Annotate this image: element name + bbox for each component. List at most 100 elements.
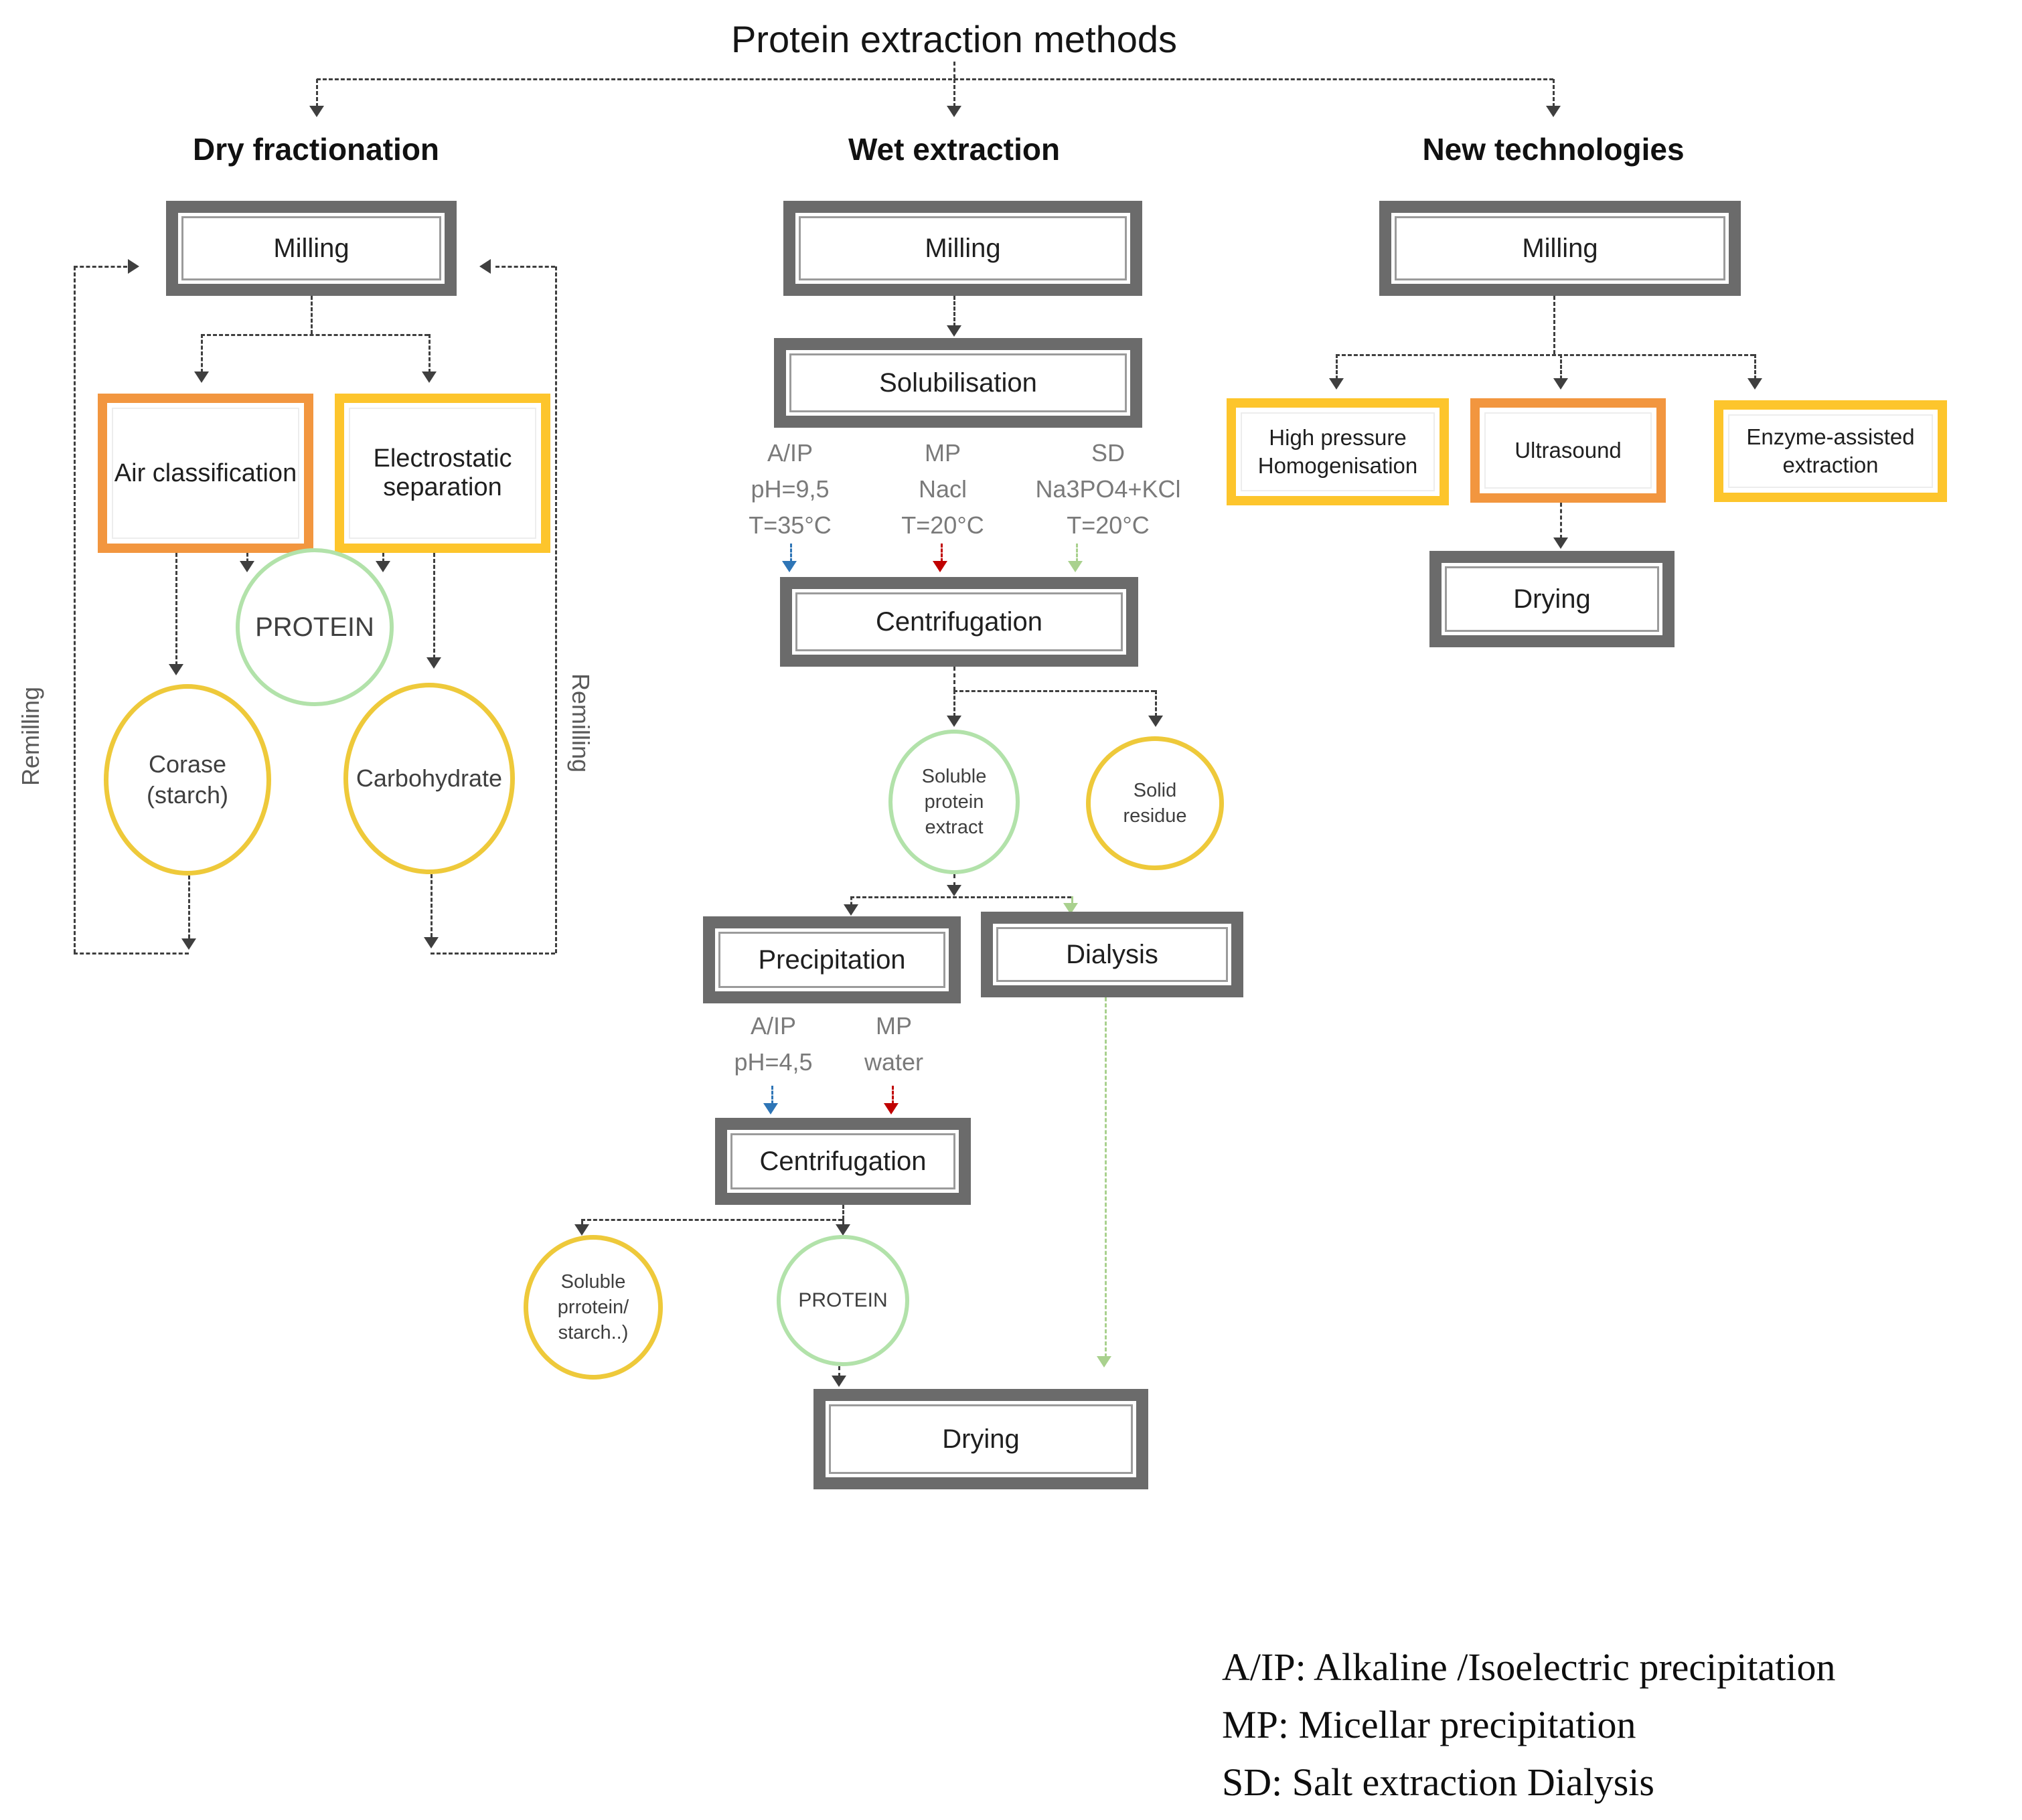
node-wet-milling-label: Milling (799, 216, 1127, 280)
edge-to-air (201, 334, 203, 373)
condition-mp-2-detail: water (864, 1048, 924, 1076)
arrowhead-dry-header (309, 106, 324, 117)
arrowhead-air (194, 371, 209, 383)
node-air-classification-label: Air classification (112, 408, 299, 539)
edge-to-solid-residue (1155, 690, 1157, 717)
node-enzyme-assisted-label: Enzyme-assisted extraction (1728, 414, 1933, 488)
node-newtech-milling: Milling (1379, 201, 1741, 296)
header-new-technologies: New technologies (1422, 132, 1685, 167)
node-electrostatic-separation: Electrostatic separation (335, 394, 550, 553)
edge-to-dialysis-green (1071, 896, 1073, 904)
condition-mp-1-detail: Nacl (918, 475, 967, 503)
arrowhead-soluble-junction (947, 885, 961, 896)
edge-mp-arrow-1 (941, 544, 943, 562)
arrowhead-ultrasound (1553, 378, 1568, 390)
node-centrifugation-2-label: Centrifugation (730, 1133, 955, 1189)
edge-centrifugation2-branch (581, 1219, 842, 1221)
node-soluble-protein-starch-label: Soluble prrotein/ starch..) (557, 1271, 629, 1343)
arrowhead-aip-blue-2 (763, 1103, 778, 1114)
edge-dialysis-to-drying-green (1105, 997, 1107, 1357)
arrowhead-coarse (169, 664, 183, 675)
node-precipitation: Precipitation (703, 916, 961, 1003)
arrowhead-dialysis-green (1063, 903, 1078, 914)
node-dialysis: Dialysis (981, 912, 1243, 997)
arrowhead-coarse-down (181, 938, 196, 950)
edge-remilling-left-bottom (74, 953, 189, 955)
condition-aip-2-name: A/IP (750, 1012, 797, 1040)
node-ultrasound: Ultrasound (1470, 398, 1666, 503)
edge-to-soluble-starch (581, 1219, 583, 1226)
node-dry-protein-label: PROTEIN (255, 612, 374, 642)
condition-sd-temp: T=20°C (1067, 511, 1150, 539)
edge-electrostatic-to-carbohydrate (433, 553, 435, 659)
node-carbohydrate: Carbohydrate (343, 683, 515, 874)
arrowhead-carbohydrate-down (424, 937, 439, 948)
condition-aip-2: A/IP pH=4,5 (713, 1008, 834, 1080)
node-centrifugation-1: Centrifugation (780, 577, 1138, 667)
node-newtech-milling-label: Milling (1395, 216, 1725, 280)
node-soluble-protein-extract: Soluble protein extract (888, 730, 1020, 874)
arrowhead-dialysis-drying-green (1097, 1356, 1111, 1368)
node-wet-drying: Drying (813, 1389, 1148, 1489)
legend: A/IP: Alkaline /Isoelectric precipitatio… (1222, 1639, 2019, 1811)
node-dialysis-label: Dialysis (996, 927, 1228, 982)
page-title: Protein extraction methods (730, 18, 1178, 60)
edge-newtech-split (1336, 354, 1754, 356)
edge-protein2-down (838, 1366, 840, 1377)
legend-line-aip: A/IP: Alkaline /Isoelectric precipitatio… (1222, 1645, 1836, 1689)
node-solubilisation-label: Solubilisation (789, 353, 1127, 412)
edge-newtech-milling-down (1553, 296, 1555, 354)
node-dry-milling-label: Milling (181, 216, 441, 280)
condition-aip-1-temp: T=35°C (749, 511, 832, 539)
edge-centrifugation1-branch (953, 690, 1155, 692)
edge-title-branch (317, 78, 1553, 80)
legend-line-mp: MP: Micellar precipitation (1222, 1703, 1636, 1746)
node-enzyme-assisted: Enzyme-assisted extraction (1714, 400, 1947, 502)
condition-mp-1-temp: T=20°C (901, 511, 984, 539)
edge-coarse-down (188, 876, 190, 938)
condition-mp-2: MP water (840, 1008, 947, 1080)
arrowhead-solubilisation (947, 325, 961, 337)
edge-ultrasound-down (1560, 503, 1562, 539)
arrowhead-remilling-right-into-milling (479, 259, 491, 274)
node-carbohydrate-label: Carbohydrate (356, 764, 503, 792)
edge-air-to-protein (246, 553, 248, 562)
arrowhead-wet-header (947, 106, 961, 117)
edge-centrifugation1-down (953, 667, 955, 691)
arrowhead-electrostatic (422, 371, 437, 383)
edge-remilling-left-top (74, 266, 127, 268)
node-coarse-starch: Corase (starch) (104, 684, 271, 876)
node-ultrasound-label: Ultrasound (1484, 412, 1652, 489)
arrowhead-protein-right (376, 561, 390, 572)
node-wet-drying-label: Drying (829, 1404, 1133, 1474)
edge-precip-dialysis-branch (850, 896, 1071, 898)
label-remilling-left: Remilling (17, 686, 44, 787)
arrowhead-carbohydrate (426, 657, 441, 669)
edge-title-stub (953, 62, 955, 78)
node-centrifugation-1-label: Centrifugation (795, 592, 1123, 651)
node-solubilisation: Solubilisation (774, 338, 1142, 428)
condition-aip-1-detail: pH=9,5 (751, 475, 830, 503)
node-high-pressure: High pressure Homogenisation (1227, 398, 1449, 505)
arrowhead-newtech-drying (1553, 537, 1568, 549)
edge-aip-arrow-2 (771, 1086, 773, 1104)
header-dry-fractionation: Dry fractionation (192, 132, 440, 167)
edge-to-wet-header (953, 79, 955, 107)
node-wet-protein: PROTEIN (777, 1235, 909, 1366)
node-coarse-starch-label: Corase (starch) (146, 750, 228, 809)
condition-aip-1: A/IP pH=9,5 T=35°C (723, 435, 857, 544)
node-soluble-protein-starch: Soluble prrotein/ starch..) (524, 1235, 663, 1380)
node-soluble-protein-extract-label: Soluble protein extract (921, 766, 987, 838)
edge-centrifugation2-down (842, 1205, 844, 1220)
arrowhead-drying-wet (832, 1376, 846, 1387)
node-wet-protein-label: PROTEIN (798, 1289, 888, 1311)
arrowhead-newtech-header (1546, 106, 1561, 117)
node-air-classification: Air classification (98, 394, 313, 553)
node-dry-milling: Milling (166, 201, 457, 296)
edge-to-electrostatic (429, 334, 431, 373)
arrowhead-remilling-left-into-milling (128, 259, 139, 274)
node-dry-protein: PROTEIN (236, 548, 394, 706)
node-wet-milling: Milling (783, 201, 1142, 296)
node-precipitation-label: Precipitation (718, 932, 945, 988)
edge-remilling-right-vertical (555, 266, 557, 953)
